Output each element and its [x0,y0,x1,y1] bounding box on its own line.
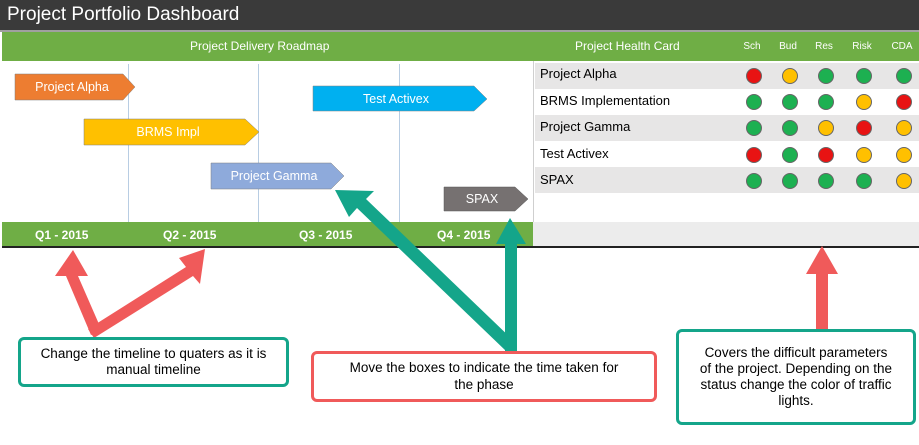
status-light-risk-red [856,120,872,136]
status-light-cda-yellow [896,120,912,136]
health-row-bg [535,63,919,89]
health-row-bg [535,89,919,115]
status-light-sch-green [746,94,762,110]
status-light-sch-green [746,120,762,136]
health-row-label: Project Gamma [540,119,631,134]
bar-test-activex[interactable] [312,85,488,112]
health-row-label: BRMS Implementation [540,93,671,108]
bar-label-test-activex: Test Activex [363,92,430,106]
red-arrow-q1 [55,250,102,335]
status-light-bud-green [782,94,798,110]
status-light-res-yellow [818,120,834,136]
status-light-risk-green [856,68,872,84]
col-header-risk: Risk [852,41,872,52]
bar-label-spax: SPAX [466,192,499,206]
health-row-label: Project Alpha [540,66,617,81]
panel-divider [533,61,534,222]
status-light-risk-green [856,173,872,189]
boxes-note-line: Move the boxes to indicate the time take… [349,360,619,376]
title-divider [0,30,919,32]
health-row-label: Test Activex [540,146,609,161]
bar-project-gamma[interactable] [210,162,345,190]
col-header-sch: Sch [743,41,761,52]
bar-project-alpha[interactable] [14,73,136,101]
status-light-risk-yellow [856,147,872,163]
bar-brms-impl[interactable] [83,118,260,146]
timeline-note: Change the timeline to quaters as it is … [18,337,289,387]
red-arrow-health [806,246,838,330]
timeline-note-line: manual timeline [106,362,201,377]
status-light-cda-yellow [896,147,912,163]
status-light-res-green [818,68,834,84]
status-light-sch-red [746,147,762,163]
status-light-bud-green [782,120,798,136]
status-light-risk-yellow [856,94,872,110]
dashboard-bottom-border [2,246,919,248]
teal-arrow-spax [496,218,526,352]
bar-spax[interactable] [443,186,529,212]
health-row-bg [535,167,919,193]
red-arrow-q2 [88,249,205,338]
status-light-res-green [818,173,834,189]
roadmap-header: Project Delivery Roadmap [190,39,330,53]
col-header-bud: Bud [779,41,797,52]
quarter-divider [258,64,259,222]
health-note-line: Covers the difficult parameters [704,344,888,360]
health-note-line: of the project. Depending on the [699,360,893,376]
bar-label-brms-impl: BRMS Impl [136,125,199,139]
bar-label-project-alpha: Project Alpha [35,80,109,94]
status-light-res-green [818,94,834,110]
status-light-sch-red [746,68,762,84]
health-note-line: lights. [778,393,814,409]
status-light-cda-red [896,94,912,110]
quarter-bar [2,222,533,248]
quarter-divider [399,64,400,222]
health-card-footer [533,222,919,248]
header-band [2,32,919,61]
timeline-note-line: Change the timeline to quaters as it is [40,345,267,361]
status-light-cda-green [896,68,912,84]
status-light-res-red [818,147,834,163]
quarter-label: Q1 - 2015 [35,228,89,242]
teal-arrow-gamma [335,190,515,351]
status-light-sch-green [746,173,762,189]
status-light-bud-green [782,173,798,189]
health-row-label: SPAX [540,172,574,187]
health-row-bg [535,141,919,167]
health-row-bg [535,115,919,141]
status-light-bud-green [782,147,798,163]
col-header-cda: CDA [891,41,913,52]
health-note-line: status change the color of traffic [700,377,892,392]
quarter-label: Q2 - 2015 [163,228,217,242]
quarter-label: Q3 - 2015 [299,228,353,242]
status-light-cda-yellow [896,173,912,189]
boxes-note: Move the boxes to indicate the time take… [311,351,657,402]
health-note: Covers the difficult parameters of the p… [676,329,916,425]
health-card-header: Project Health Card [575,39,680,53]
boxes-note-line: the phase [454,376,514,392]
status-light-bud-yellow [782,68,798,84]
page-title: Project Portfolio Dashboard [0,0,919,30]
quarter-label: Q4 - 2015 [437,228,491,242]
bar-label-project-gamma: Project Gamma [231,169,318,183]
col-header-res: Res [815,41,833,52]
